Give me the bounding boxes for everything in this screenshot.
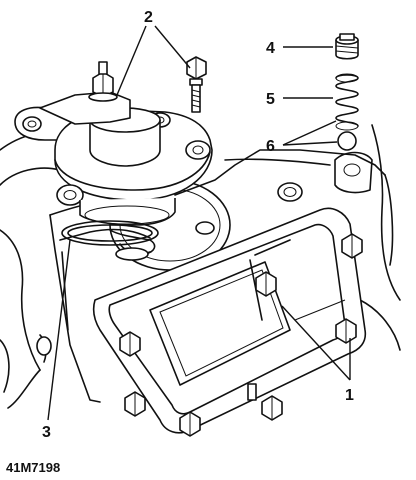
side-cover-bolt	[341, 233, 363, 259]
detent-plug	[335, 33, 359, 60]
side-cover-bolt	[335, 318, 357, 344]
callout-2: 2	[144, 9, 153, 26]
figure-code: 41M7198	[6, 460, 60, 475]
gearbox-housing	[0, 124, 401, 409]
callout-1: 1	[345, 387, 354, 404]
side-cover-bolt	[119, 331, 141, 357]
callout-5: 5	[266, 91, 275, 108]
leader-lines	[47, 25, 351, 421]
side-cover-plate	[92, 207, 367, 434]
top-cover-assembly	[14, 61, 213, 226]
callout-3: 3	[42, 424, 51, 441]
side-cover-bolt	[179, 411, 201, 437]
side-cover-bolt	[255, 271, 277, 297]
detent-spring	[335, 73, 359, 131]
o-ring-seal	[61, 220, 159, 261]
top-cover-bolt	[186, 56, 207, 113]
side-cover-bolt	[247, 383, 283, 421]
side-cover-bolt	[124, 391, 146, 417]
callout-6: 6	[266, 138, 275, 155]
callout-4: 4	[266, 40, 275, 57]
detent-ball	[337, 131, 357, 151]
